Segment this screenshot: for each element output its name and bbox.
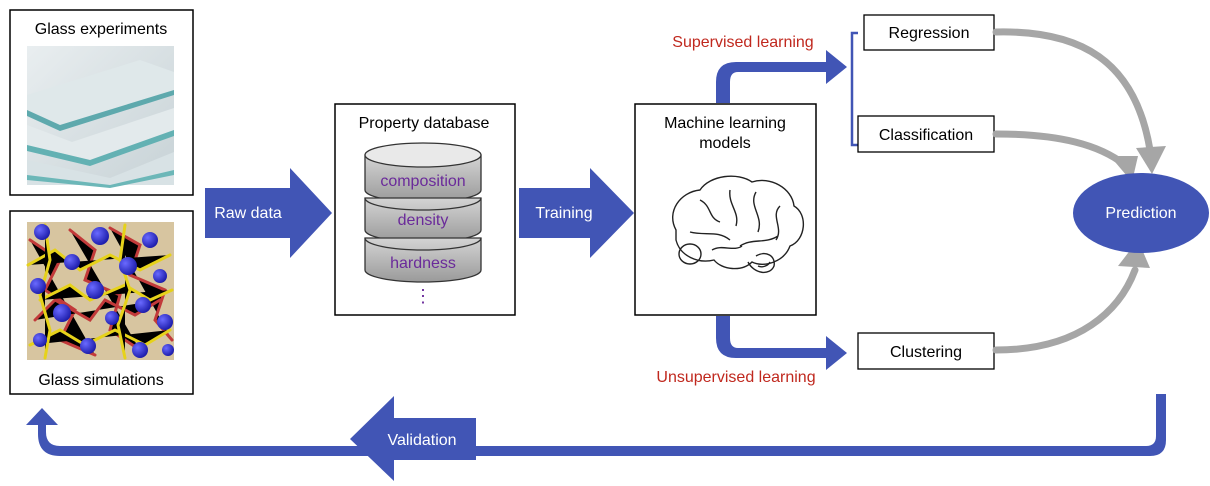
unsupervised-learning-label: Unsupervised learning (656, 369, 815, 386)
regression-box: Regression (863, 14, 995, 51)
ml-models-title-line1: Machine learning (664, 115, 786, 132)
property-database-title: Property database (359, 115, 490, 132)
glass-simulations-panel: Glass simulations (9, 210, 194, 395)
database-item-density: density (398, 212, 449, 229)
glass-simulations-label: Glass simulations (38, 372, 163, 389)
classification-to-prediction-arrow (992, 130, 1129, 169)
training-label: Training (535, 205, 592, 222)
prediction-label: Prediction (1105, 205, 1176, 222)
clustering-box: Clustering (857, 332, 995, 370)
glass-experiments-panel: Glass experiments (9, 9, 194, 196)
training-arrow: Training (519, 168, 634, 258)
supervised-learning-label: Supervised learning (672, 34, 813, 51)
ml-models-title-line2: models (699, 135, 751, 152)
regression-to-prediction-arrow (992, 28, 1154, 154)
clustering-label: Clustering (890, 344, 962, 361)
supervised-bracket (850, 31, 858, 147)
supervised-branch-arrow: Supervised learning (672, 34, 847, 103)
regression-label: Regression (889, 25, 970, 42)
database-disk-composition: composition (364, 142, 482, 203)
database-more-ellipsis: ⋮ (414, 286, 432, 306)
ml-models-box: Machine learning models (634, 103, 817, 316)
validation-label: Validation (387, 432, 456, 449)
brain-icon (671, 175, 804, 273)
prediction-node: Prediction (1073, 173, 1209, 253)
database-item-composition: composition (380, 173, 465, 190)
database-disk-hardness: hardness (364, 237, 482, 283)
molecular-simulation-image (26, 222, 174, 360)
classification-box: Classification (857, 115, 995, 153)
clustering-to-prediction-arrow (992, 266, 1139, 354)
raw-data-label: Raw data (214, 205, 282, 222)
property-database-box: Property database composition density ha… (334, 103, 516, 316)
glass-experiments-label: Glass experiments (35, 21, 168, 38)
database-item-hardness: hardness (390, 255, 456, 272)
classification-label: Classification (879, 127, 973, 144)
raw-data-arrow: Raw data (205, 168, 332, 258)
unsupervised-branch-arrow: Unsupervised learning (656, 316, 847, 386)
database-disk-density: density (364, 197, 482, 243)
glass-sheets-image (27, 46, 174, 188)
validation-feedback-arrow: Validation (26, 394, 1166, 481)
